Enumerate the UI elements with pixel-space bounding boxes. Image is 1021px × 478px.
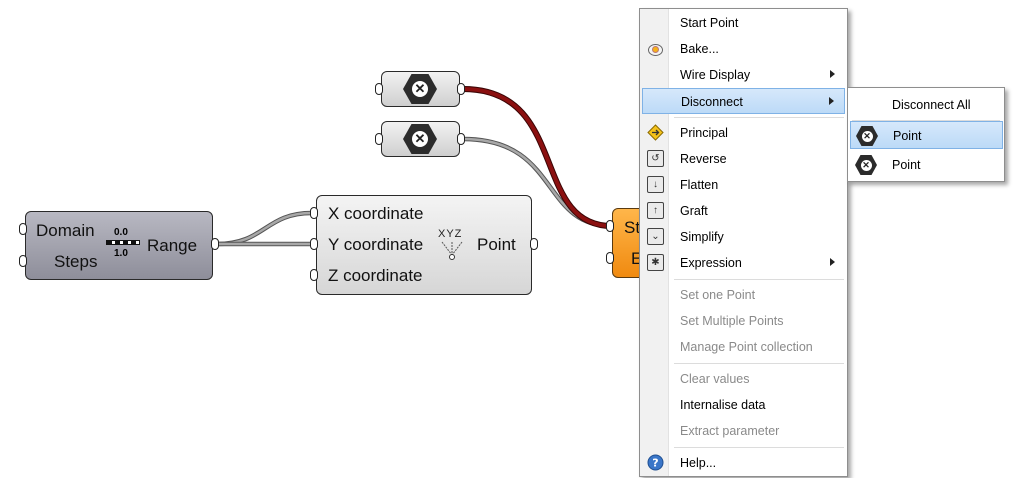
range-input-domain[interactable]: Domain (36, 221, 95, 240)
menu-item-clear-values[interactable]: Clear values (680, 372, 750, 386)
xyz-icon: XYZ (437, 228, 469, 262)
menu-separator (674, 447, 844, 448)
range-icon-bottom-value: 1.0 (114, 248, 128, 259)
param-component-2[interactable]: ✕ (381, 121, 460, 157)
menu-item-disconnect[interactable]: Disconnect (642, 88, 845, 114)
simplify-icon: ⌄ (647, 228, 664, 245)
submenu-item-disconnect-all[interactable]: Disconnect All (892, 98, 971, 112)
submenu-arrow-icon (830, 258, 835, 266)
menu-item-internalise-data[interactable]: Internalise data (680, 398, 766, 412)
principal-icon (647, 124, 664, 141)
graft-icon: ↑ (647, 202, 664, 219)
xyz-x-grip[interactable] (310, 207, 318, 219)
menu-item-principal[interactable]: Principal (642, 120, 845, 146)
end-input-grip[interactable] (606, 252, 614, 264)
xyz-y-grip[interactable] (310, 238, 318, 250)
param-component-1[interactable]: ✕ (381, 71, 460, 107)
range-domain-grip[interactable] (19, 223, 27, 235)
menu-item-flatten[interactable]: ↓ Flatten (642, 172, 845, 198)
menu-item-simplify[interactable]: ⌄ Simplify (642, 224, 845, 250)
range-output[interactable]: Range (147, 236, 198, 255)
xyz-input-y[interactable]: Y coordinate (328, 235, 424, 254)
flatten-icon: ↓ (647, 176, 664, 193)
xyz-output-point[interactable]: Point (477, 235, 516, 254)
submenu-item-point-1[interactable]: ✕ Point (850, 121, 1003, 149)
disconnected-param-icon: ✕ (856, 126, 878, 146)
menu-item-reverse[interactable]: ↺ Reverse (642, 146, 845, 172)
param2-output-grip[interactable] (457, 133, 465, 145)
menu-item-set-multiple-points[interactable]: Set Multiple Points (680, 314, 784, 328)
range-icon-top-value: 0.0 (114, 227, 128, 238)
param1-output-grip[interactable] (457, 83, 465, 95)
xyz-input-x[interactable]: X coordinate (328, 204, 424, 223)
end-input-label[interactable]: E (631, 249, 643, 268)
bake-icon (647, 40, 664, 57)
disconnect-submenu: Disconnect All ✕ Point ✕ Point (847, 87, 1005, 182)
construct-point-component[interactable]: X coordinate Y coordinate Z coordinate X… (316, 195, 532, 295)
menu-item-graft[interactable]: ↑ Graft (642, 198, 845, 224)
svg-text:?: ? (652, 457, 658, 470)
disconnected-param-icon: ✕ (855, 155, 877, 175)
menu-separator (674, 279, 844, 280)
submenu-separator (852, 120, 1000, 121)
menu-item-set-one-point[interactable]: Set one Point (680, 288, 756, 302)
range-output-grip[interactable] (211, 238, 219, 250)
help-icon: ? (647, 454, 664, 471)
start-input-label[interactable]: St (624, 218, 641, 237)
xyz-z-grip[interactable] (310, 269, 318, 281)
reverse-icon: ↺ (647, 150, 664, 167)
wire-range-to-x (214, 210, 315, 247)
expression-icon: ✱ (647, 254, 664, 271)
menu-separator (674, 117, 844, 118)
menu-item-expression[interactable]: ✱ Expression (642, 250, 845, 276)
param1-input-grip[interactable] (375, 83, 383, 95)
range-steps-grip[interactable] (19, 255, 27, 267)
context-menu: Start Point Bake... Wire Display Disconn… (639, 8, 848, 477)
menu-item-extract-parameter[interactable]: Extract parameter (680, 424, 780, 438)
wire-param1-to-start-selected (460, 86, 615, 229)
submenu-item-point-2[interactable]: ✕ Point (850, 151, 1003, 179)
menu-separator (674, 363, 844, 364)
disconnected-param-icon: ✕ (403, 74, 437, 104)
range-icon: 0.0 1.0 (106, 227, 140, 261)
menu-item-manage-point-collection[interactable]: Manage Point collection (680, 340, 813, 354)
menu-item-help[interactable]: ? Help... (642, 450, 845, 476)
menu-item-bake[interactable]: Bake... (642, 36, 845, 62)
xyz-output-grip[interactable] (530, 238, 538, 250)
menu-item-start-point[interactable]: Start Point (680, 16, 739, 30)
start-input-grip[interactable] (606, 220, 614, 232)
range-input-steps[interactable]: Steps (54, 252, 98, 271)
range-component[interactable]: Domain Steps 0.0 1.0 Range (25, 211, 213, 280)
xyz-input-z[interactable]: Z coordinate (328, 266, 423, 285)
disconnected-param-icon: ✕ (403, 124, 437, 154)
submenu-arrow-icon (830, 70, 835, 78)
submenu-arrow-icon (829, 97, 834, 105)
xyz-icon-label: XYZ (438, 228, 463, 240)
menu-item-wire-display[interactable]: Wire Display (642, 62, 845, 88)
param2-input-grip[interactable] (375, 133, 383, 145)
